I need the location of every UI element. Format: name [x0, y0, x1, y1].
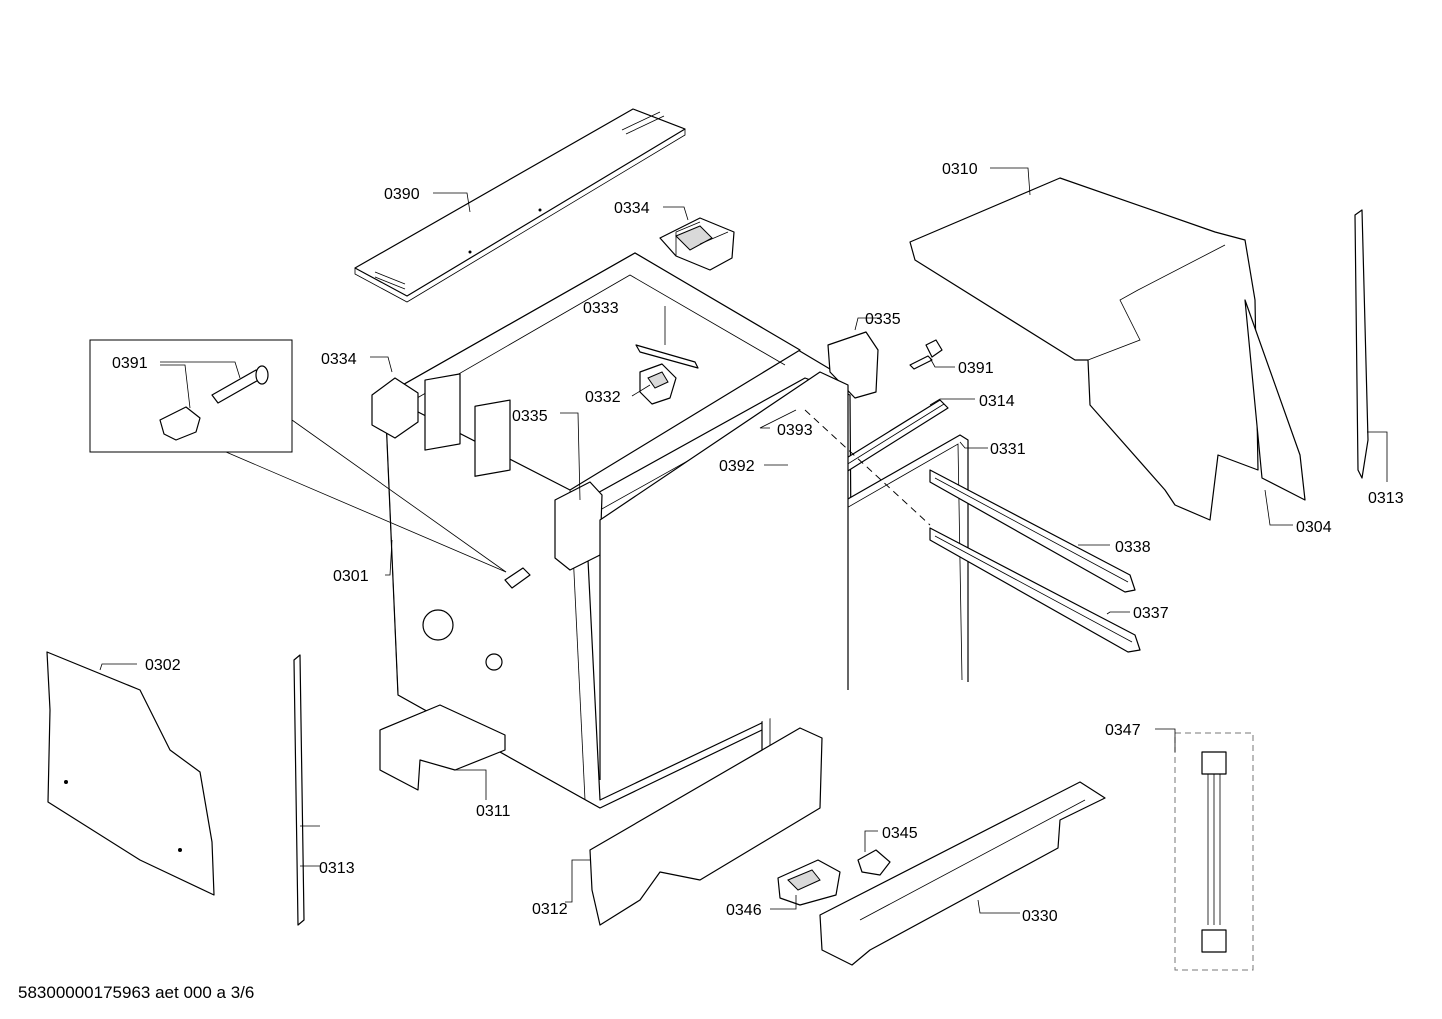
document-footer: 58300000175963 aet 000 a 3/6 — [18, 983, 254, 1002]
alignment-line — [804, 409, 931, 526]
label-0334-left: 0334 — [321, 351, 357, 368]
label-0333: 0333 — [583, 300, 619, 317]
part-0346-switch — [777, 859, 841, 906]
part-0390-top-plate — [354, 108, 686, 303]
label-0392: 0392 — [719, 458, 755, 475]
part-0310-side-panel — [909, 177, 1306, 521]
label-0347: 0347 — [1105, 722, 1141, 739]
label-0391-inset: 0391 — [112, 355, 148, 372]
part-0337-rail — [929, 527, 1141, 653]
label-0337: 0337 — [1133, 605, 1169, 622]
part-labels: 0390 0334 0310 0333 0332 0334 0335 0335 … — [112, 161, 1404, 925]
part-0338-rail — [929, 469, 1136, 593]
label-0335-center: 0335 — [512, 408, 548, 425]
part-0313-strip-right — [1354, 209, 1369, 479]
label-0338: 0338 — [1115, 539, 1151, 556]
part-0334-hinge-bracket-top — [659, 217, 735, 271]
label-0346: 0346 — [726, 902, 762, 919]
part-0347-cable-assembly — [1174, 732, 1254, 971]
label-0390: 0390 — [384, 186, 420, 203]
part-0333-rail — [635, 344, 699, 369]
part-0302-side-panel — [46, 651, 215, 896]
door-seal-frame — [599, 371, 969, 800]
label-0391-right: 0391 — [958, 360, 994, 377]
label-0313-left: 0313 — [319, 860, 355, 877]
label-0312: 0312 — [532, 901, 568, 918]
label-0314: 0314 — [979, 393, 1015, 410]
part-0345-clip — [857, 849, 891, 876]
label-0335-right: 0335 — [865, 311, 901, 328]
part-0332-latch — [639, 363, 677, 405]
leader-lines — [99, 167, 1388, 914]
label-0313-right: 0313 — [1368, 490, 1404, 507]
label-0331: 0331 — [990, 441, 1026, 458]
label-0301: 0301 — [333, 568, 369, 585]
label-0310: 0310 — [942, 161, 978, 178]
label-0334-top: 0334 — [614, 200, 650, 217]
label-0311: 0311 — [476, 803, 511, 820]
inset-0391-detail — [89, 339, 943, 589]
label-0393: 0393 — [777, 422, 813, 439]
part-0330-plinth — [819, 781, 1106, 966]
label-0330: 0330 — [1022, 908, 1058, 925]
part-0313-strip-left — [293, 654, 305, 926]
label-0345: 0345 — [882, 825, 918, 842]
label-0302: 0302 — [145, 657, 181, 674]
label-0304: 0304 — [1296, 519, 1332, 536]
label-0332: 0332 — [585, 389, 621, 406]
part-0312-base-panel — [589, 727, 823, 926]
